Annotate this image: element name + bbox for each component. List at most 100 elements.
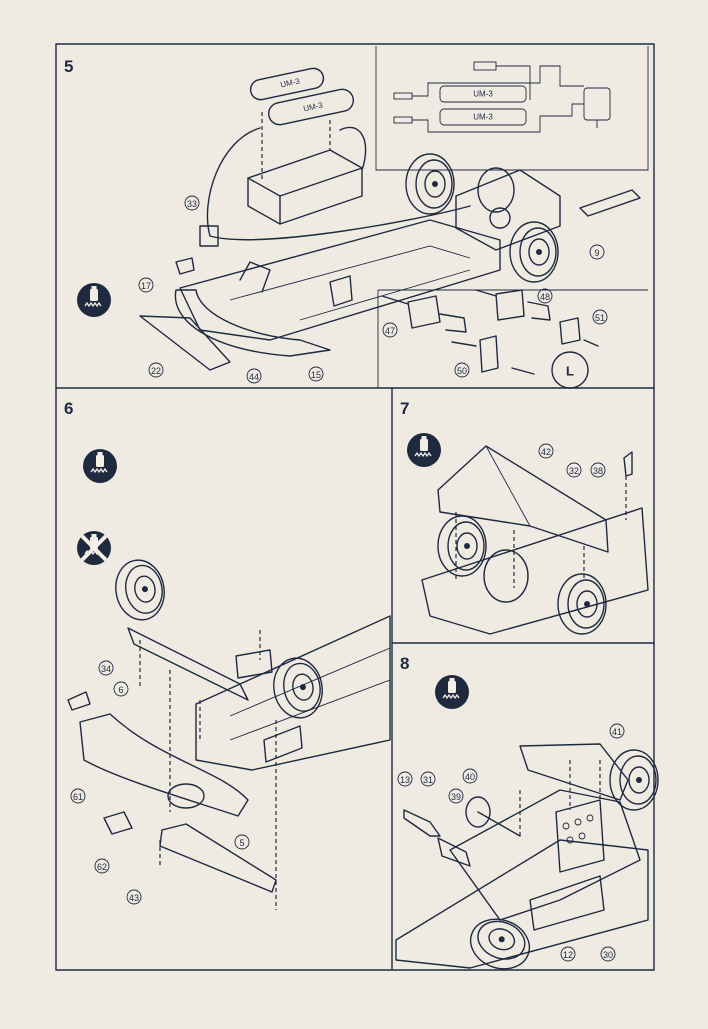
part-callout: 47 [382, 322, 398, 338]
svg-text:15: 15 [311, 370, 321, 380]
front-cowl [79, 713, 249, 817]
batteries: UM-3 UM-3 [249, 67, 355, 126]
roll-bar-cover [437, 445, 609, 553]
svg-text:62: 62 [97, 862, 107, 872]
small-part [175, 257, 195, 275]
motor-assembly [455, 167, 561, 251]
svg-text:43: 43 [129, 893, 139, 903]
part-callout: 39 [448, 788, 464, 804]
step-6-number: 6 [64, 399, 73, 418]
svg-text:47: 47 [385, 326, 395, 336]
battery-label: UM-3 [302, 100, 324, 113]
step-5-panel: 5 UM-3 UM-3 UM-3 UM-3 [64, 46, 649, 389]
part-callout: 61 [70, 788, 86, 804]
bracket-detail: L [381, 289, 599, 389]
wiring-battery-label: UM-3 [473, 113, 493, 122]
svg-text:44: 44 [249, 372, 259, 382]
svg-text:32: 32 [569, 466, 579, 476]
part-callout: 41 [609, 723, 625, 739]
front-wheel [110, 555, 170, 625]
step-8-panel: 8 41 13 31 40 39 12 30 [395, 654, 659, 978]
part-callout: 31 [420, 771, 436, 787]
glue-tube-icon [434, 674, 470, 710]
glue-tube-icon [76, 282, 112, 318]
step-5-number: 5 [64, 57, 73, 76]
part-callout: 51 [592, 309, 608, 325]
wiring-diagram: UM-3 UM-3 [393, 61, 611, 133]
part-callout: 42 [538, 443, 554, 459]
part-callout: 43 [126, 889, 142, 905]
part-callout: 5 [234, 834, 250, 850]
part-callout: 22 [148, 362, 164, 378]
detail-inset-frame [377, 289, 648, 388]
part-callout: 9 [589, 244, 605, 260]
part-callout: 30 [600, 946, 616, 962]
step-6-panel: 6 34 6 61 5 62 43 [64, 399, 391, 910]
part-callout: 15 [308, 366, 324, 382]
svg-text:34: 34 [101, 664, 111, 674]
svg-text:48: 48 [540, 292, 550, 302]
svg-text:38: 38 [593, 466, 603, 476]
glue-tube-icon [82, 448, 118, 484]
svg-text:31: 31 [423, 775, 433, 785]
part-callout: 48 [537, 288, 553, 304]
part-callout: 44 [246, 368, 262, 384]
skid-plate [159, 823, 277, 893]
part-callout: 40 [462, 768, 478, 784]
front-axle [127, 627, 249, 701]
step-7-panel: 7 42 32 38 [400, 399, 649, 635]
steering-wheel [465, 796, 491, 828]
page-frame [55, 43, 655, 971]
part-callout: 13 [397, 771, 413, 787]
seat-back [519, 743, 629, 801]
part-callout: 32 [566, 462, 582, 478]
part-callout: 12 [560, 946, 576, 962]
svg-text:17: 17 [141, 281, 151, 291]
part-callout: 62 [94, 858, 110, 874]
part-callout: 50 [454, 362, 470, 378]
glue-tube-icon [406, 432, 442, 468]
chassis [395, 839, 649, 969]
wiring-battery-label: UM-3 [473, 90, 493, 99]
svg-text:50: 50 [457, 366, 467, 376]
cockpit-tub [449, 789, 641, 921]
front-wheel [609, 749, 659, 811]
svg-text:9: 9 [594, 248, 599, 258]
svg-text:61: 61 [73, 792, 83, 802]
svg-text:42: 42 [541, 447, 551, 457]
svg-text:41: 41 [612, 727, 622, 737]
wiring-inset-frame [375, 46, 649, 171]
front-bumper [139, 315, 231, 371]
svg-text:40: 40 [465, 772, 475, 782]
part-callout: 38 [590, 462, 606, 478]
svg-text:6: 6 [118, 685, 123, 695]
svg-text:30: 30 [603, 950, 613, 960]
front-wheel [268, 653, 328, 723]
switch-part [199, 225, 219, 247]
detail-label: L [566, 364, 574, 379]
axle-part [579, 189, 641, 217]
rear-wheel [405, 153, 455, 215]
step-8-number: 8 [400, 654, 409, 673]
battery-label: UM-3 [279, 76, 301, 89]
rear-wheel [509, 221, 559, 283]
svg-text:33: 33 [187, 199, 197, 209]
svg-text:5: 5 [239, 838, 244, 848]
svg-text:39: 39 [451, 792, 461, 802]
svg-text:13: 13 [400, 775, 410, 785]
battery-box [247, 112, 363, 225]
part-callout: 17 [138, 277, 154, 293]
step-7-number: 7 [400, 399, 409, 418]
front-cowl [174, 289, 331, 357]
chassis [195, 615, 391, 771]
dashboard [555, 799, 605, 873]
no-glue-icon [76, 530, 112, 566]
svg-text:51: 51 [595, 313, 605, 323]
part-callout: 33 [184, 195, 200, 211]
part-callout: 34 [98, 660, 114, 676]
part-callout: 6 [113, 681, 129, 697]
svg-text:22: 22 [151, 366, 161, 376]
svg-text:12: 12 [563, 950, 573, 960]
